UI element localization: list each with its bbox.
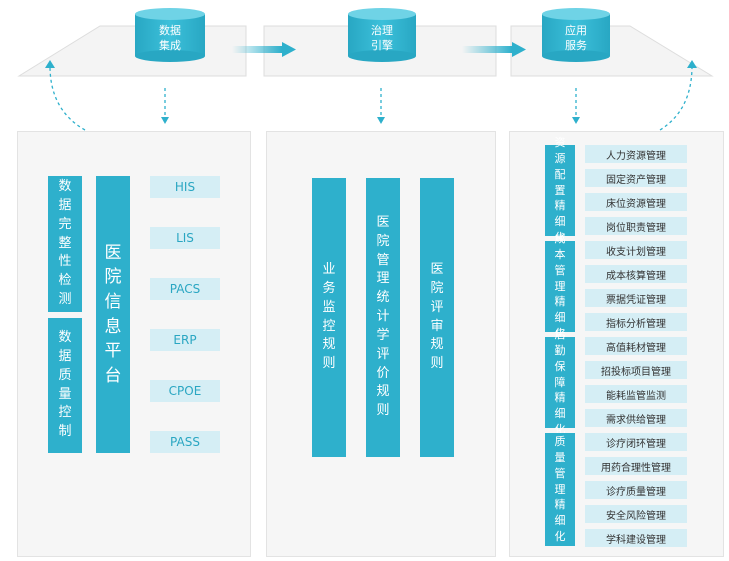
list-item: 票据凭证管理 [585, 289, 687, 307]
cylinder-3 [542, 8, 610, 62]
node-governance-engine: 治理 引擎 [371, 24, 393, 52]
rule-hospital-review: 医院评审规则 [420, 178, 454, 457]
list-item: 床位资源管理 [585, 193, 687, 211]
list-item: 人力资源管理 [585, 145, 687, 163]
list-item: 岗位职责管理 [585, 217, 687, 235]
group-logistics-support: 后勤保障精细化 [545, 328, 575, 436]
list-item: 指标分析管理 [585, 313, 687, 331]
integrity-check-bar: 数据完整性检测 [48, 176, 82, 312]
list-item: 招投标项目管理 [585, 361, 687, 379]
arrow-right-1 [232, 42, 296, 57]
list-item: 收支计划管理 [585, 241, 687, 259]
system-cpoe: CPOE [150, 380, 220, 402]
rule-statistical-evaluation: 医院管理统计学评价规则 [366, 178, 400, 457]
node-data-integration: 数据 集成 [159, 24, 181, 52]
group-cost-management: 成本管理精细化 [545, 232, 575, 340]
top-layer-graphic [17, 8, 714, 131]
node-application-service: 应用 服务 [565, 24, 587, 52]
list-item: 成本核算管理 [585, 265, 687, 283]
quality-control-bar: 数据质量控制 [48, 318, 82, 453]
system-lis: LIS [150, 227, 220, 249]
list-item: 能耗监管监测 [585, 385, 687, 403]
list-item: 固定资产管理 [585, 169, 687, 187]
list-item: 诊疗闭环管理 [585, 433, 687, 451]
list-item: 安全风险管理 [585, 505, 687, 523]
group-quality-management: 质量管理精细化 [545, 433, 575, 546]
rule-business-monitoring: 业务监控规则 [312, 178, 346, 457]
list-item: 用药合理性管理 [585, 457, 687, 475]
list-item: 需求供给管理 [585, 409, 687, 427]
arrow-right-2 [462, 42, 526, 57]
cylinder-2 [348, 8, 416, 62]
platform-left [17, 25, 247, 77]
system-pass: PASS [150, 431, 220, 453]
system-erp: ERP [150, 329, 220, 351]
group-resource-allocation: 资源配置精细化 [545, 136, 575, 244]
cylinder-1 [135, 8, 205, 62]
dashed-curve-right [659, 65, 693, 131]
system-his: HIS [150, 176, 220, 198]
list-item: 诊疗质量管理 [585, 481, 687, 499]
hospital-platform-bar: 医院信息平台 [96, 176, 130, 453]
list-item: 学科建设管理 [585, 529, 687, 547]
dashed-curve-left [49, 65, 86, 131]
system-pacs: PACS [150, 278, 220, 300]
list-item: 高值耗材管理 [585, 337, 687, 355]
